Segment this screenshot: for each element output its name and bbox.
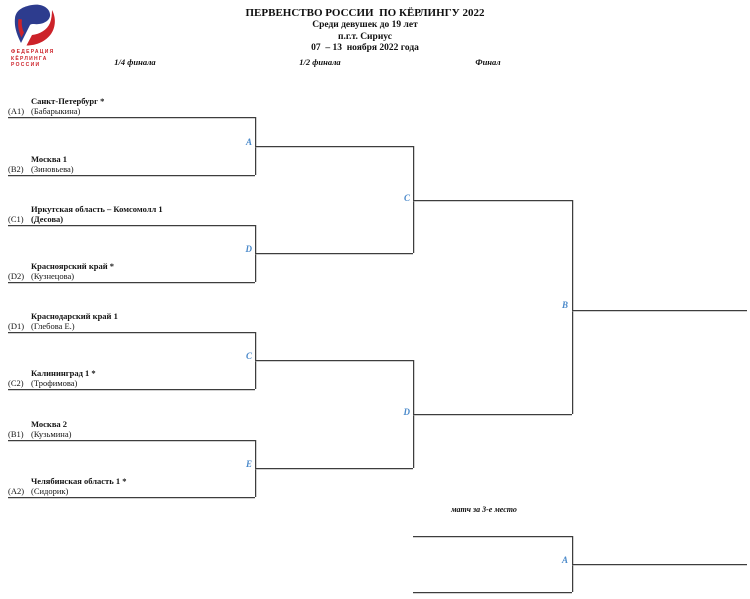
bracket-line (572, 564, 747, 565)
bracket-line (413, 536, 572, 537)
logo-caption: ФЕДЕРАЦИЯ КЁРЛИНГА РОССИИ (11, 49, 55, 69)
seed-code: (B1) (8, 428, 24, 439)
qf4-bottom-team: Челябинская область 1 * (A2) (Сидорик) (8, 476, 254, 496)
bracket-line (255, 468, 413, 469)
qf1-bottom-team: Москва 1 (B2) (Зиновьева) (8, 154, 254, 174)
bracket-line (8, 117, 255, 118)
title-line-4: 07 – 13 ноября 2022 года (311, 43, 419, 53)
match-letter-sf1: C (403, 193, 410, 203)
bracket-line (413, 146, 414, 253)
skip-name: (Бабарыкина) (31, 105, 81, 116)
team-name: Иркутская область – Комсомолл 1 (31, 204, 163, 214)
bracket-line (8, 282, 255, 283)
team-name: Красноярский край * (31, 261, 114, 271)
logo-caption-line: КЁРЛИНГА (11, 55, 48, 62)
qf1-top-team: Санкт-Петербург * (A1) (Бабарыкина) (8, 96, 254, 116)
seed-code: (B2) (8, 163, 24, 174)
seed-code: (C2) (8, 377, 24, 388)
round-header-semifinal: 1/2 финала (299, 57, 341, 67)
qf2-top-team: Иркутская область – Комсомолл 1 (C1) (Де… (8, 204, 254, 224)
qf3-top-team: Краснодарский край 1 (D1) (Глебова Е.) (8, 311, 254, 331)
bracket-line (8, 497, 255, 498)
match-letter-sf2: D (403, 407, 411, 417)
seed-code: (C1) (8, 213, 24, 224)
seed-code: (A2) (8, 485, 25, 496)
qf4-top-team: Москва 2 (B1) (Кузьмина) (8, 419, 254, 439)
title-line-2: Среди девушек до 19 лет (312, 20, 418, 30)
team-name: Калининград 1 * (31, 368, 96, 378)
logo-caption-line: РОССИИ (11, 62, 41, 68)
round-header-final: Финал (475, 57, 501, 67)
seed-code: (A1) (8, 105, 25, 116)
qf2-bottom-team: Красноярский край * (D2) (Кузнецова) (8, 261, 254, 281)
match-letter-qf3: C (245, 351, 252, 361)
bracket-line (255, 146, 413, 147)
page-title: ПЕРВЕНСТВО РОССИИ ПО КЁРЛИНГУ 2022 Среди… (125, 7, 605, 55)
skip-name: (Сидорик) (31, 485, 69, 496)
seed-code: (D1) (8, 320, 25, 331)
skip-name: (Глебова Е.) (31, 320, 75, 331)
team-name: Москва 2 (31, 419, 68, 429)
bracket-line (413, 200, 572, 201)
title-line-1: ПЕРВЕНСТВО РОССИИ ПО КЁРЛИНГУ 2022 (245, 7, 485, 19)
team-name: Санкт-Петербург * (31, 96, 105, 106)
bracket-line (255, 253, 413, 254)
bracket-line (255, 360, 413, 361)
skip-name: (Десова) (31, 213, 64, 224)
bracket-line (572, 200, 573, 414)
skip-name: (Кузьмина) (31, 428, 72, 439)
third-place-title: матч за 3-е место (451, 505, 517, 514)
title-line-3: п.г.т. Сириус (338, 31, 392, 42)
team-name: Челябинская область 1 * (31, 476, 127, 486)
logo-caption-line: ФЕДЕРАЦИЯ (11, 49, 55, 55)
team-name: Краснодарский край 1 (31, 311, 118, 321)
seed-code: (D2) (8, 270, 25, 281)
skip-name: (Трофимова) (31, 377, 78, 388)
skip-name: (Зиновьева) (31, 163, 74, 174)
skip-name: (Кузнецова) (31, 270, 75, 281)
bracket-line (8, 225, 255, 226)
match-letter-final: B (561, 300, 568, 310)
qf3-bottom-team: Калининград 1 * (C2) (Трофимова) (8, 368, 254, 388)
bracket-line (8, 440, 255, 441)
match-letter-qf2: D (245, 244, 253, 254)
bracket-line (8, 175, 255, 176)
bracket-line (413, 414, 572, 415)
bracket-line (8, 332, 255, 333)
match-letter-third-place: A (561, 555, 568, 565)
bracket-line (413, 592, 572, 593)
bracket-line (8, 389, 255, 390)
team-name: Москва 1 (31, 154, 68, 164)
match-letter-qf1: A (245, 137, 252, 147)
round-header-quarterfinal: 1/4 финала (114, 57, 156, 67)
match-letter-qf4: E (245, 459, 252, 469)
curling-federation-logo-icon (14, 4, 55, 46)
bracket-line (572, 310, 747, 311)
